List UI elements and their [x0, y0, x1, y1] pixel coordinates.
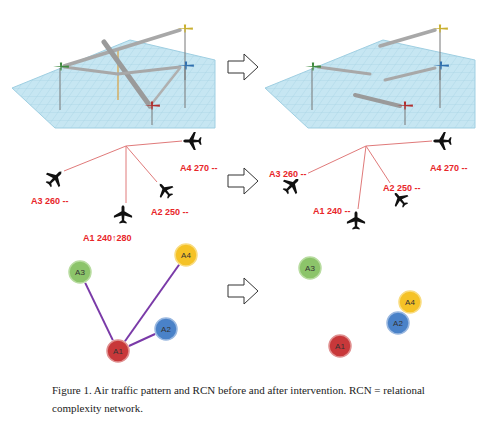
node-label: A4 [181, 251, 191, 260]
aircraft-label-box: A3 260 -- [30, 190, 70, 208]
aircraft-label-box: A2 250 -- [382, 177, 422, 195]
aircraft-label: A3 260 -- [30, 196, 70, 206]
figure-caption-box: Figure 1. Air traffic pattern and RCN be… [52, 380, 477, 416]
node-label: A2 [161, 325, 171, 334]
relation-line [129, 334, 155, 346]
aircraft-label-box: A1 240 -- [312, 200, 352, 218]
aircraft-label: A3 260 -- [268, 169, 308, 179]
node-label: A3 [75, 268, 85, 277]
aircraft-label-box: A3 260 -- [268, 163, 308, 181]
node-circle: A2 [386, 311, 410, 335]
aircraft-icon [42, 132, 452, 230]
aircraft-label: A4 270 -- [179, 163, 219, 173]
node-label: A1 [113, 347, 123, 356]
aircraft-label-box: A4 270 -- [429, 157, 469, 175]
aircraft-label: A1 240↑280 [82, 233, 133, 243]
node-circle: A3 [298, 256, 322, 280]
block-arrow [228, 54, 258, 304]
aircraft-label-box: A4 270 -- [179, 157, 219, 175]
node-label: A2 [393, 319, 403, 328]
leader-lines [64, 141, 432, 209]
node-circle-shape [399, 291, 421, 313]
node-circle: A1 [106, 339, 130, 363]
relation-line [125, 265, 179, 341]
node-label: A4 [405, 298, 415, 307]
node-circle-shape [387, 312, 409, 334]
node-circle-shape [155, 318, 177, 340]
node-circle: A3 [68, 260, 92, 284]
relation-line [85, 283, 113, 340]
aircraft-label: A2 250 -- [150, 207, 190, 217]
node-circle: A1 [328, 334, 352, 358]
node-circle-shape [175, 244, 197, 266]
aircraft-label: A2 250 -- [382, 183, 422, 193]
scene-before [12, 25, 215, 128]
node-label: A3 [305, 264, 315, 273]
node-circle-shape [107, 340, 129, 362]
node-circle-shape [329, 335, 351, 357]
node-circle: A4 [174, 243, 198, 267]
node-circle: A4 [398, 290, 422, 314]
aircraft-label-box: A1 240↑280 [82, 227, 133, 245]
node-circle-shape [69, 261, 91, 283]
node-label: A1 [335, 342, 345, 351]
node-circle-shape [299, 257, 321, 279]
node-circle: A2 [154, 317, 178, 341]
aircraft-label: A1 240 -- [312, 206, 352, 216]
figure-caption: Figure 1. Air traffic pattern and RCN be… [52, 384, 425, 414]
aircraft-label-box: A2 250 -- [150, 201, 190, 219]
scene-after [265, 25, 475, 128]
aircraft-label: A4 270 -- [429, 163, 469, 173]
